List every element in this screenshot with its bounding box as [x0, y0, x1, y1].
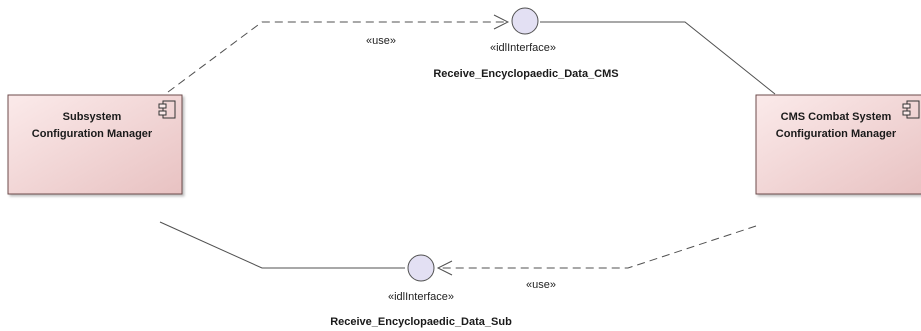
- use-label-top: «use»: [366, 35, 396, 47]
- interface-receive-encyclopaedic-data-cms[interactable]: «idlInterface» Receive_Encyclopaedic_Dat…: [433, 7, 619, 80]
- component-name-line-1: CMS Combat System: [781, 111, 892, 123]
- use-label-bottom: «use»: [526, 279, 556, 291]
- interface-lollipop-icon: [407, 254, 435, 282]
- interface-stereotype: «idlInterface»: [388, 291, 454, 303]
- component-subsystem-config-manager[interactable]: Subsystem Configuration Manager: [7, 94, 183, 195]
- use-dependency-bottom[interactable]: [436, 225, 757, 276]
- component-icon: [902, 100, 920, 119]
- component-name-line-1: Subsystem: [63, 111, 122, 123]
- use-dependency-top[interactable]: [167, 14, 510, 93]
- interface-name: Receive_Encyclopaedic_Data_Sub: [330, 316, 512, 328]
- interface-stereotype: «idlInterface»: [490, 42, 556, 54]
- interface-receive-encyclopaedic-data-sub[interactable]: «idlInterface» Receive_Encyclopaedic_Dat…: [330, 254, 512, 328]
- interface-name: Receive_Encyclopaedic_Data_CMS: [433, 68, 618, 80]
- realization-line-sub[interactable]: [159, 221, 405, 269]
- component-cms-combat-config-manager[interactable]: CMS Combat System Configuration Manager: [755, 94, 921, 195]
- component-icon: [158, 100, 176, 119]
- interface-lollipop-icon: [511, 7, 539, 35]
- component-name-line-2: Configuration Manager: [776, 128, 897, 140]
- component-name-line-2: Configuration Manager: [32, 128, 153, 140]
- realization-line-cms[interactable]: [540, 21, 776, 95]
